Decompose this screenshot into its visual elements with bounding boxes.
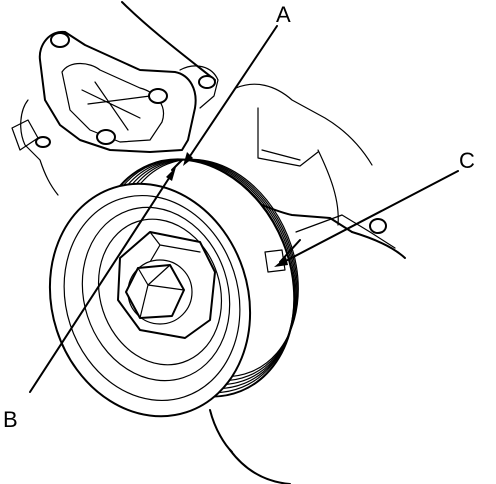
pump-housing — [11, 30, 387, 234]
leader-lines — [29, 25, 459, 393]
callout-b: B — [3, 407, 18, 432]
callout-c: C — [459, 148, 475, 173]
timing-pointer-bracket — [264, 239, 301, 273]
leader-line-b — [29, 171, 174, 393]
arrow-head-a — [183, 152, 193, 166]
arrow-head-b — [166, 167, 176, 181]
leader-line-a — [185, 25, 278, 163]
crankshaft-pulley — [48, 158, 299, 418]
arrow-head-c — [274, 257, 288, 267]
leader-line-c — [277, 170, 459, 266]
callout-a: A — [276, 2, 291, 27]
